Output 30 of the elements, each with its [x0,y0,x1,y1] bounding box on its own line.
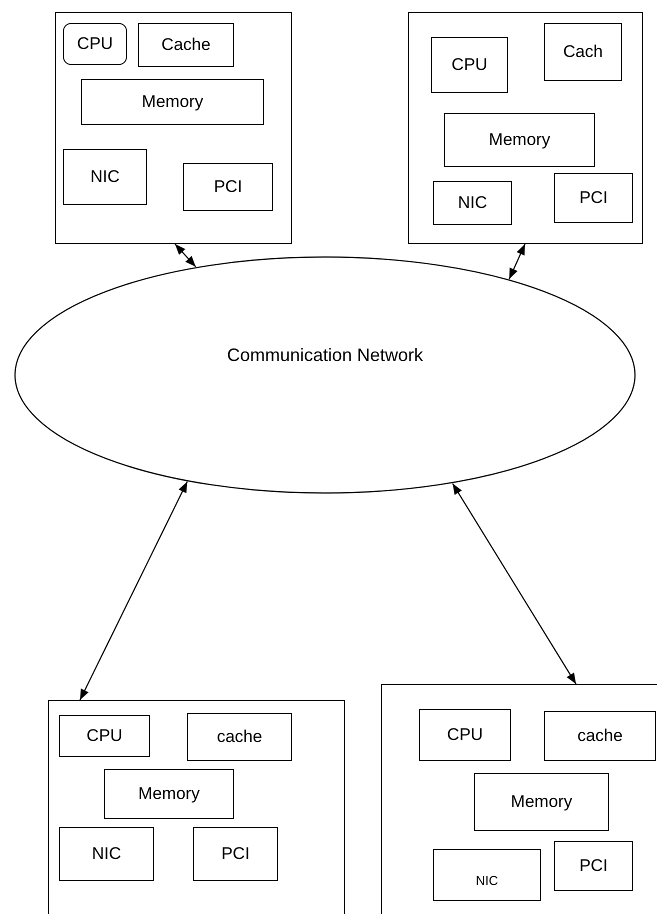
component-box: CPU [63,23,127,65]
double-arrow [174,244,196,268]
component-box: CPU [59,715,150,757]
component-box: PCI [183,163,273,211]
component-box: NIC [433,849,541,901]
component-box: CPU [419,709,511,761]
component-box: Cach [544,23,622,81]
component-box: cache [544,711,656,761]
component-box: Cache [138,23,234,67]
component-box: Memory [81,79,264,125]
component-box: PCI [554,841,633,891]
component-box: CPU [431,37,508,93]
component-box: NIC [433,181,512,225]
component-box: Memory [444,113,595,167]
component-box: cache [187,713,292,761]
network-ellipse [14,256,636,494]
double-arrow [508,244,526,280]
double-arrow [79,481,188,700]
computer-box [48,700,345,914]
node-label: Communication Network [226,344,424,366]
computer-box [408,12,643,244]
component-box: NIC [59,827,154,881]
component-box: PCI [554,173,633,223]
computer-box [381,684,657,914]
component-box: PCI [193,827,278,881]
computer-box [55,12,292,244]
component-box: Memory [104,769,234,819]
component-box: NIC [63,149,147,205]
double-arrow [452,483,577,684]
component-box: Memory [474,773,609,831]
